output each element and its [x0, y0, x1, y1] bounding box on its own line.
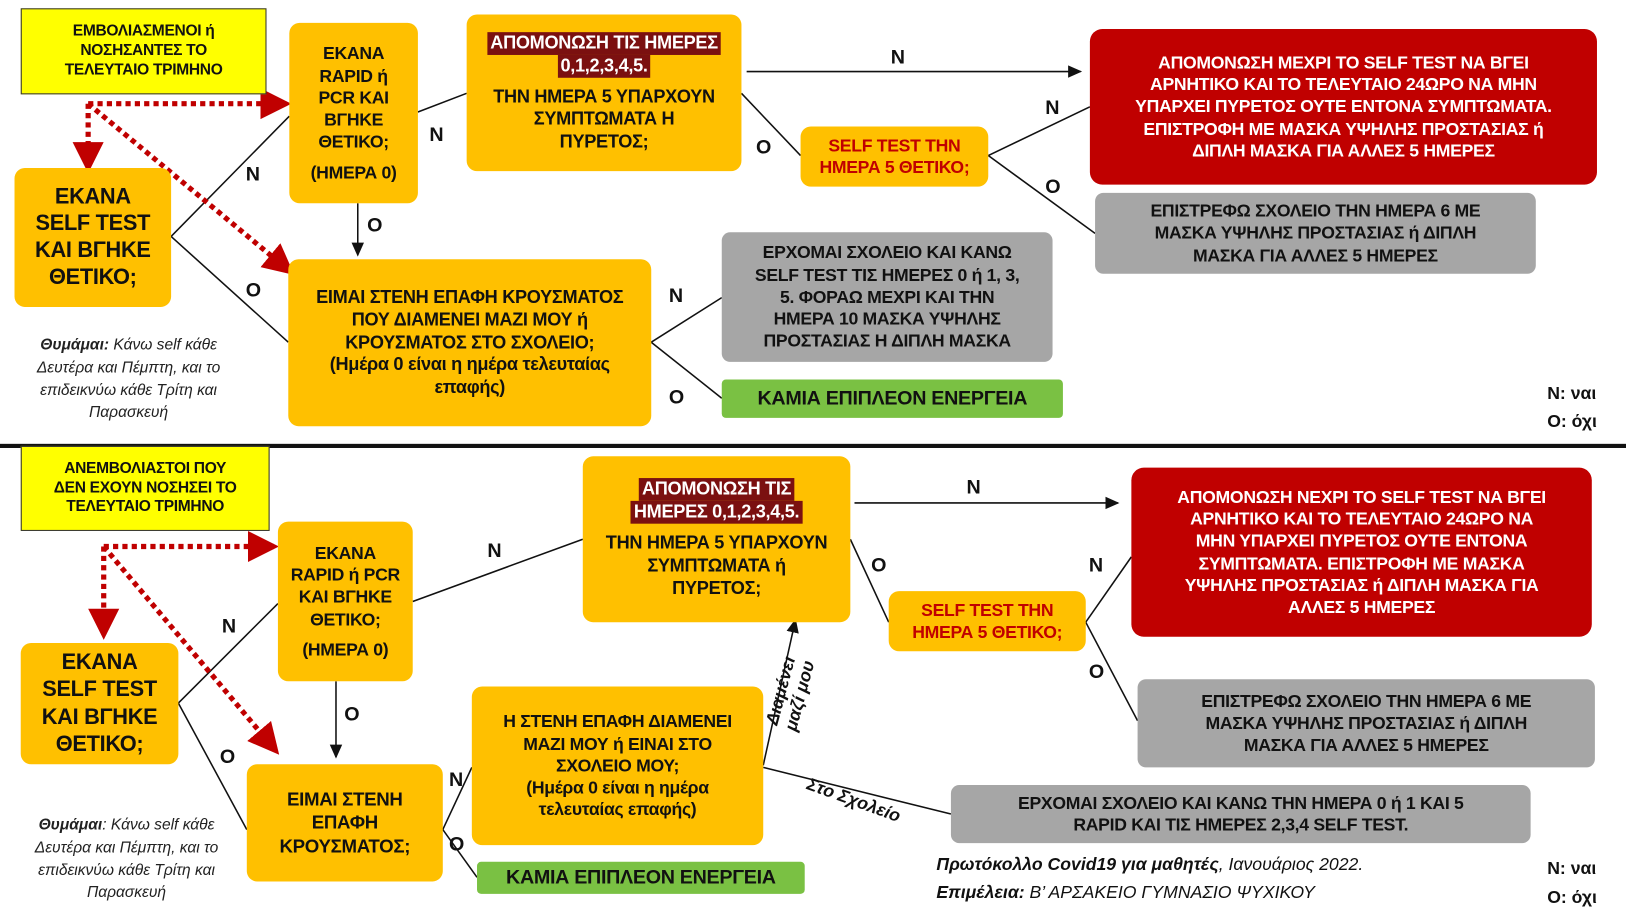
isolation-days-list: ΗΜΕΡΕΣ 0,1,2,3,4,5.: [630, 501, 803, 524]
day-zero-label: (ΗΜΕΡΑ 0): [310, 162, 397, 182]
no-label: Ο: [367, 214, 383, 237]
self-test-question: ΕΚΑΝΑ SELF TEST ΚΑΙ ΒΓΗΚΕ ΘΕΤΙΚΟ;: [20, 642, 179, 765]
yes-label: Ν: [221, 615, 237, 638]
yes-label: Ν: [890, 46, 906, 69]
isolation-days-heading: ΑΠΟΜΟΝΩΣΗ ΤΙΣ ΗΜΕΡΕΣ: [487, 31, 721, 55]
yes-label: Ν: [1088, 554, 1104, 577]
no-label: Ο: [245, 279, 262, 302]
dotted-arrows: [72, 88, 295, 755]
isolation-days-heading: ΑΠΟΜΟΝΩΣΗ ΤΙΣ: [638, 478, 795, 502]
day5-self-test-question: SELF TEST ΤΗΝ ΗΜΕΡΑ 5 ΘΕΤΙΚΟ;: [888, 591, 1086, 652]
day-zero-label: (ΗΜΕΡΑ 0): [302, 639, 389, 660]
come-to-school-instructions: ΕΡΧΟΜΑΙ ΣΧΟΛΕΙΟ ΚΑΙ ΚΑΝΩ SELF TEST ΤΙΣ Η…: [721, 232, 1053, 362]
legend-no: Ο: όχι: [1547, 411, 1597, 432]
self-test-question: ΕΚΑΝΑ SELF TEST ΚΑΙ ΒΓΗΚΕ ΘΕΤΙΚΟ;: [14, 167, 172, 307]
no-label: Ο: [871, 554, 887, 577]
line: [170, 115, 290, 237]
day5-self-test-question: SELF TEST ΤΗΝ ΗΜΕΡΑ 5 ΘΕΤΙΚΟ;: [800, 126, 989, 187]
reminder-label: Θυμάμαι:: [40, 335, 110, 354]
reminder-note: Θυμάμαι: Κάνω self κάθε Δευτέρα και Πέμπ…: [6, 334, 251, 424]
no-further-action: ΚΑΜΙΑ ΕΠΙΠΛΕΟΝ ΕΝΕΡΓΕΙΑ: [721, 379, 1063, 418]
protocol-date: , Ιανουάριος 2022.: [1218, 854, 1364, 875]
vaccinated-group-label: ΕΜΒΟΛΙΑΣΜΕΝΟΙ ή ΝΟΣΗΣΑΝΤΕΣ ΤΟ ΤΕΛΕΥΤΑΙΟ …: [20, 8, 267, 95]
legend-yes: Ν: ναι: [1547, 858, 1597, 879]
credit-label: Επιμέλεια:: [936, 882, 1025, 903]
isolation-days-list: 0,1,2,3,4,5.: [557, 54, 651, 78]
symptoms-question-text: ΤΗΝ ΗΜΕΡΑ 5 ΥΠΑΡΧΟΥΝ ΣΥΜΠΤΩΜΑΤΑ ή ΠΥΡΕΤΟ…: [605, 532, 828, 599]
no-label: Ο: [449, 833, 465, 856]
yes-label: Ν: [429, 124, 444, 147]
protocol-title: Πρωτόκολλο Covid19 για μαθητές: [936, 854, 1219, 875]
rapid-pcr-text: ΕΚΑΝΑ RAPID ή PCR ΚΑΙ ΒΓΗΚΕ ΘΕΤΙΚΟ;: [318, 43, 389, 152]
yes-label: Ν: [245, 163, 261, 186]
reminder-label: Θυμάμαι: [38, 816, 103, 834]
legend-yes: Ν: ναι: [1547, 383, 1597, 404]
close-contact-question: ΕΙΜΑΙ ΣΤΕΝΗ ΕΠΑΦΗ ΚΡΟΥΣΜΑΤΟΣ ΠΟΥ ΔΙΑΜΕΝΕ…: [288, 259, 652, 427]
isolation-symptoms-question: ΑΠΟΜΟΝΩΣΗ ΤΙΣ ΗΜΕΡΕΣ 0,1,2,3,4,5. ΤΗΝ ΗΜ…: [582, 456, 851, 623]
no-label: Ο: [1045, 176, 1061, 199]
isolation-symptoms-question: ΑΠΟΜΟΝΩΣΗ ΤΙΣ ΗΜΕΡΕΣ 0,1,2,3,4,5. ΤΗΝ ΗΜ…: [466, 14, 742, 172]
unvaccinated-group-label: ΑΝΕΜΒΟΛΙΑΣΤΟΙ ΠΟΥ ΔΕΝ ΕΧΟΥΝ ΝΟΣΗΣΕΙ ΤΟ Τ…: [20, 445, 270, 531]
rapid-pcr-question: ΕΚΑΝΑ RAPID ή PCR ΚΑΙ ΒΓΗΚΕ ΘΕΤΙΚΟ; (ΗΜΕ…: [289, 22, 418, 204]
yes-label: Ν: [487, 540, 502, 563]
rapid-pcr-question: ΕΚΑΝΑ RAPID ή PCR ΚΑΙ ΒΓΗΚΕ ΘΕΤΙΚΟ; (ΗΜΕ…: [277, 521, 413, 682]
yes-label: Ν: [668, 285, 684, 307]
no-label: Ο: [1088, 661, 1105, 684]
footer-title: Πρωτόκολλο Covid19 για μαθητές, Ιανουάρι…: [936, 854, 1363, 875]
close-contact-question: ΕΙΜΑΙ ΣΤΕΝΗ ΕΠΑΦΗ ΚΡΟΥΣΜΑΤΟΣ;: [246, 764, 443, 882]
reminder-text: : Κάνω self κάθε Δευτέρα και Πέμπτη, και…: [34, 816, 219, 902]
credit-school: Β’ ΑΡΣΑΚΕΙΟ ΓΥΜΝΑΣΙΟ ΨΥΧΙΚΟΥ: [1024, 882, 1315, 903]
yes-label: Ν: [966, 477, 981, 499]
contact-location-question: Η ΣΤΕΝΗ ΕΠΑΦΗ ΔΙΑΜΕΝΕΙ ΜΑΖΙ ΜΟΥ ή ΕΙΝΑΙ …: [471, 686, 764, 846]
no-further-action: ΚΑΜΙΑ ΕΠΙΠΛΕΟΝ ΕΝΕΡΓΕΙΑ: [477, 861, 805, 894]
rapid-pcr-text: ΕΚΑΝΑ RAPID ή PCR ΚΑΙ ΒΓΗΚΕ ΘΕΤΙΚΟ;: [290, 543, 401, 630]
come-to-school-rapid: ΕΡΧΟΜΑΙ ΣΧΟΛΕΙΟ ΚΑΙ ΚΑΝΩ ΤΗΝ ΗΜΕΡΑ 0 ή 1…: [950, 785, 1531, 844]
isolate-until-negative: ΑΠΟΜΟΝΩΣΗ ΝΕΧΡΙ ΤΟ SELF TEST ΝΑ ΒΓΕΙ ΑΡΝ…: [1131, 467, 1592, 637]
yes-label: Ν: [449, 769, 464, 792]
no-label: Ο: [344, 704, 360, 726]
reminder-note: Θυμάμαι: Κάνω self κάθε Δευτέρα και Πέμπ…: [6, 814, 247, 904]
isolate-until-negative: ΑΠΟΜΟΝΩΣΗ ΜΕΧΡΙ ΤΟ SELF TEST ΝΑ ΒΓΕΙ ΑΡΝ…: [1089, 29, 1597, 185]
no-label: Ο: [755, 136, 772, 159]
return-day6: ΕΠΙΣΤΡΕΦΩ ΣΧΟΛΕΙΟ ΤΗΝ ΗΜΕΡΑ 6 ΜΕ ΜΑΣΚΑ Υ…: [1137, 679, 1595, 768]
reminder-text: Κάνω self κάθε Δευτέρα και Πέμπτη, και τ…: [36, 335, 221, 422]
return-day6: ΕΠΙΣΤΡΕΦΩ ΣΧΟΛΕΙΟ ΤΗΝ ΗΜΕΡΑ 6 ΜΕ ΜΑΣΚΑ Υ…: [1095, 192, 1536, 274]
symptoms-question-text: ΤΗΝ ΗΜΕΡΑ 5 ΥΠΑΡΧΟΥΝ ΣΥΜΠΤΩΜΑΤΑ Η ΠΥΡΕΤΟ…: [493, 85, 715, 152]
no-label: Ο: [219, 746, 236, 769]
yes-label: Ν: [1045, 97, 1060, 120]
section-divider: [0, 443, 1626, 448]
footer-credit: Επιμέλεια: Β’ ΑΡΣΑΚΕΙΟ ΓΥΜΝΑΣΙΟ ΨΥΧΙΚΟΥ: [936, 882, 1315, 903]
no-label: Ο: [668, 386, 685, 409]
legend-no: Ο: όχι: [1547, 887, 1597, 908]
